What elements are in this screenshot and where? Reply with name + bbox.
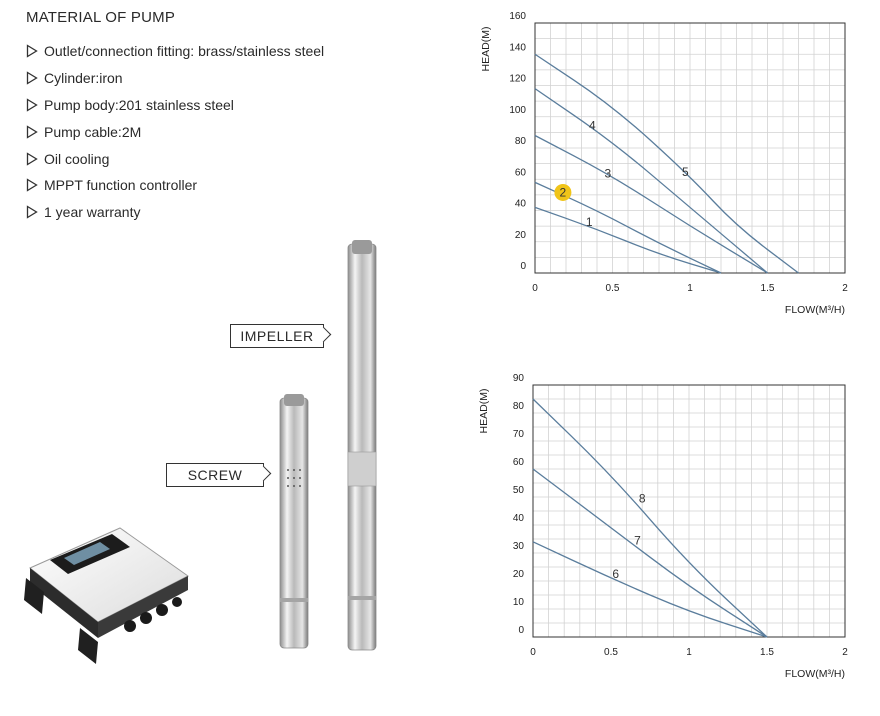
series-label-7: 7 — [634, 534, 641, 548]
material-title: MATERIAL OF PUMP — [26, 9, 176, 26]
y-tick-label: 90 — [513, 373, 525, 384]
plot-frame — [534, 22, 846, 274]
y-tick-label: 40 — [513, 513, 525, 524]
y-tick-label: 160 — [509, 11, 526, 22]
x-tick-label: 0.5 — [606, 283, 620, 294]
series-line-2 — [534, 181, 722, 274]
y-tick-label: 70 — [513, 429, 525, 440]
series-line-6 — [532, 541, 768, 638]
grid — [533, 385, 845, 637]
x-tick-label: 2 — [842, 647, 848, 658]
x-tick-label: 2 — [842, 283, 848, 294]
y-tick-label: 140 — [509, 42, 526, 53]
material-item: Pump cable:2M — [26, 118, 324, 145]
y-tick-label: 50 — [513, 485, 525, 496]
pump-images — [279, 240, 377, 651]
impeller-pump-image — [347, 240, 377, 651]
screw-pump-image — [279, 394, 309, 649]
y-tick-label: 0 — [520, 261, 526, 272]
series-line-5 — [534, 53, 799, 274]
x-axis-label: FLOW(M³/H) — [785, 304, 845, 316]
mppt-controller-image — [24, 527, 189, 664]
material-item-text: 1 year warranty — [44, 204, 141, 221]
triangle-bullet-icon — [26, 151, 38, 166]
y-tick-label: 30 — [513, 541, 525, 552]
material-item: MPPT function controller — [26, 172, 324, 199]
series-line-8 — [532, 398, 768, 638]
y-tick-label: 100 — [509, 105, 526, 116]
y-tick-label: 60 — [513, 457, 525, 468]
y-tick-label: 20 — [515, 230, 527, 241]
impeller-label: IMPELLER — [230, 324, 324, 348]
series-label-5: 5 — [682, 165, 689, 179]
screw-label: SCREW — [166, 463, 264, 487]
material-item: Pump body:201 stainless steel — [26, 92, 324, 119]
series-label-8: 8 — [639, 492, 646, 506]
series-label-6: 6 — [612, 567, 619, 581]
y-axis-label: HEAD(M) — [480, 27, 492, 72]
series-label-1: 1 — [586, 215, 593, 229]
y-tick-label: 80 — [515, 136, 527, 147]
material-item: Oil cooling — [26, 145, 324, 172]
series-line-7 — [532, 468, 768, 638]
series-label-2: 2 — [560, 185, 567, 199]
material-item-text: Oil cooling — [44, 150, 110, 167]
material-item-text: Outlet/connection fitting: brass/stainle… — [44, 43, 325, 60]
y-tick-label: 10 — [513, 597, 525, 608]
y-tick-label: 60 — [515, 167, 527, 178]
y-tick-label: 40 — [515, 199, 527, 210]
series-line-1 — [534, 206, 722, 274]
y-tick-label: 20 — [513, 569, 525, 580]
y-tick-label: 120 — [509, 74, 526, 85]
x-tick-label: 0.5 — [604, 647, 618, 658]
x-axis-label: FLOW(M³/H) — [785, 668, 845, 680]
triangle-bullet-icon — [26, 205, 38, 219]
material-item-text: Pump cable:2M — [44, 123, 142, 140]
triangle-bullet-icon — [26, 71, 38, 85]
series-highlight-marker — [554, 183, 572, 201]
triangle-bullet-icon — [26, 44, 38, 59]
material-item: 1 year warranty — [26, 199, 324, 226]
material-item: Outlet/connection fitting: brass/stainle… — [26, 38, 324, 65]
series-label-4: 4 — [589, 118, 596, 132]
material-item-text: Pump body:201 stainless steel — [44, 96, 234, 113]
x-tick-label: 1.5 — [761, 283, 775, 294]
material-item-text: Cylinder:iron — [44, 70, 123, 87]
series-line-3 — [534, 134, 768, 274]
x-tick-label: 1.5 — [760, 647, 774, 658]
y-axis-label: HEAD(M) — [478, 389, 490, 434]
triangle-bullet-icon — [26, 178, 38, 193]
material-item-text: MPPT function controller — [44, 177, 198, 194]
x-tick-label: 0 — [530, 647, 536, 658]
material-item: Cylinder:iron — [26, 65, 324, 92]
x-tick-label: 1 — [687, 283, 693, 294]
series-label-3: 3 — [605, 167, 612, 181]
plot-frame — [532, 384, 846, 638]
x-tick-label: 1 — [686, 647, 692, 658]
series-line-4 — [534, 88, 768, 274]
x-tick-label: 0 — [532, 283, 538, 294]
y-tick-label: 80 — [513, 401, 525, 412]
triangle-bullet-icon — [26, 125, 38, 139]
triangle-bullet-icon — [26, 98, 38, 112]
y-tick-label: 0 — [518, 625, 524, 636]
material-list: Outlet/connection fitting: brass/stainle… — [26, 38, 324, 226]
